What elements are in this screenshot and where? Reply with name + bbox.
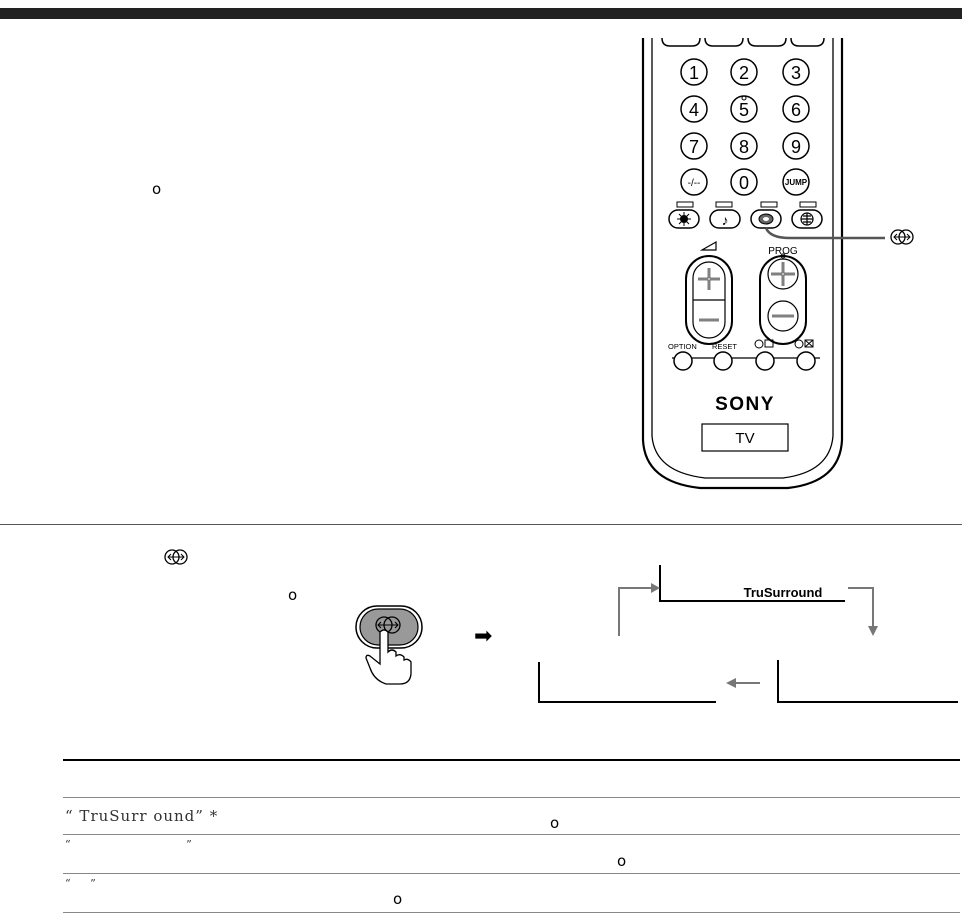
- option-button: [673, 351, 693, 371]
- table-row-2-mode: “ ”: [65, 838, 193, 851]
- sleep-button: [796, 351, 816, 371]
- mode-trusurround-label: TruSurround: [744, 585, 823, 600]
- jump-button: [782, 168, 810, 196]
- sleep-timer-icon: [794, 339, 814, 349]
- hand-press-icon: [355, 605, 423, 685]
- table-row-1-mode: “ TruSurr ound” *: [65, 807, 219, 825]
- num-0-label: 0: [739, 173, 749, 193]
- table-row-rule: [63, 873, 960, 874]
- jump-label: JUMP: [785, 178, 808, 187]
- surround-icon: [890, 229, 914, 245]
- num-8-label: 8: [739, 137, 749, 157]
- right-arrow-icon: ➡: [474, 624, 493, 649]
- sound-mode-button: [709, 209, 741, 229]
- volume-triangle-icon: [699, 240, 717, 251]
- prog-label: PROG: [768, 246, 798, 257]
- num-8-button: [730, 132, 758, 160]
- num-6-label: 6: [791, 100, 801, 120]
- top-buttons-row: [661, 37, 825, 47]
- mode-box-right: [777, 660, 958, 703]
- tv-label-box: [701, 423, 789, 452]
- num-2-button: [730, 58, 758, 86]
- picture-mode-icon: [677, 212, 691, 226]
- num-7-button: [680, 132, 708, 160]
- timer-button: [755, 351, 775, 371]
- sound-mode-icon: ♪: [722, 212, 729, 228]
- num-2-label: 2: [739, 63, 749, 83]
- teletext-icon: [800, 212, 814, 226]
- digit-entry-label: -/--: [688, 178, 701, 189]
- remote-control-illustration: 1 2 3 4 5 6 7 8 9 -/-- 0 JUMP ♪: [641, 37, 914, 490]
- table-row-1-desc: o: [550, 814, 560, 832]
- num-4-label: 4: [689, 100, 699, 120]
- num-1-button: [680, 58, 708, 86]
- mode-box-trusurround: [659, 565, 845, 602]
- intro-text-period: o: [152, 180, 162, 198]
- prog-rocker: [759, 255, 807, 345]
- tactile-dot-icon: [741, 95, 747, 101]
- num-1-label: 1: [689, 63, 699, 83]
- table-row-2-desc: o: [617, 852, 627, 870]
- table-bottom-rule: [63, 912, 960, 913]
- num-9-button: [782, 132, 810, 160]
- table-row-rule: [63, 834, 960, 835]
- num-3-label: 3: [791, 63, 801, 83]
- num-0-button: [730, 168, 758, 196]
- num-3-button: [782, 58, 810, 86]
- surround-icon: [164, 549, 188, 565]
- step-text-period: o: [288, 586, 298, 604]
- option-label: OPTION: [668, 342, 697, 351]
- tv-label: TV: [735, 430, 754, 447]
- table-row-3-desc: o: [393, 890, 403, 908]
- section-divider: [0, 524, 962, 525]
- brand-logo: SONY: [715, 394, 775, 415]
- timer-clock-icon: [754, 339, 774, 349]
- num-4-button: [680, 95, 708, 123]
- table-header-rule: [63, 797, 960, 798]
- num-6-button: [782, 95, 810, 123]
- mode-cycle-diagram: TruSurround: [538, 565, 958, 703]
- num-9-label: 9: [791, 137, 801, 157]
- mode-box-left: [538, 662, 716, 703]
- table-row-3-mode: “ ”: [65, 877, 97, 890]
- num-7-label: 7: [689, 137, 699, 157]
- reset-label: RESET: [712, 342, 737, 351]
- header-bar: [0, 8, 962, 19]
- num-5-label: 5: [739, 100, 749, 120]
- table-top-rule: [63, 759, 960, 761]
- reset-button: [713, 351, 733, 371]
- digit-entry-button: [680, 168, 708, 196]
- surround-small-icon: [758, 213, 774, 225]
